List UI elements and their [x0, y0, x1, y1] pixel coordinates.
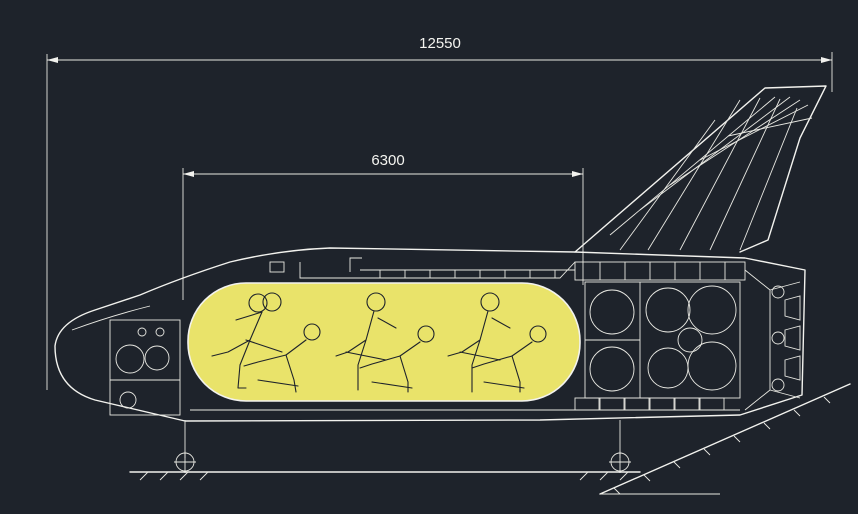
landing-gear [174, 420, 631, 473]
nozzle-upper [784, 295, 801, 321]
avionics-bay-frame [109, 319, 181, 416]
propellant-tank-3 [645, 287, 691, 333]
overall-length-label: 12550 [419, 35, 461, 52]
ground-reference [129, 383, 851, 495]
ground-hatching-horizontal [139, 471, 629, 481]
crew-cabin-capsule [187, 282, 581, 402]
avionics-valve-1 [137, 327, 147, 337]
propellant-tank-2 [589, 346, 635, 392]
cabin-length-label: 6300 [371, 152, 404, 169]
nozzle-lower [784, 355, 801, 381]
crew-seat-group-1 [211, 292, 321, 393]
tail-fin-outline [574, 85, 827, 253]
upper-aft-structure [574, 261, 746, 281]
crew-member-3 [335, 292, 397, 391]
propellant-tank-4 [687, 285, 737, 335]
tail-fin [574, 85, 827, 253]
cabin-dim-arrow-left [183, 171, 194, 177]
avionics-tank-2 [144, 345, 170, 371]
crew-seat-group-3 [447, 292, 547, 393]
ground-hatching-inclined [613, 396, 831, 495]
cabin-dim-arrow-right [572, 171, 583, 177]
fuselage-outline [54, 247, 806, 422]
propellant-tank-5 [647, 347, 689, 389]
crew-member-6 [471, 325, 547, 393]
crew-member-2 [243, 323, 321, 393]
hatch-fitting [269, 261, 285, 273]
hatch-mount [349, 257, 362, 272]
aft-structure-ticks [599, 262, 726, 280]
propellant-tank-7 [677, 327, 703, 353]
nose-inner-contour [71, 305, 151, 331]
aft-propulsion-section [574, 261, 746, 399]
tail-fin-grid [609, 96, 813, 251]
overall-length-dimension: 12550 [46, 35, 833, 390]
crew-member-1 [211, 292, 283, 389]
crew-member-4 [359, 325, 435, 393]
engine-truss-right [769, 281, 801, 399]
crew-seat-group-2 [335, 292, 435, 393]
engine-truss-left [744, 269, 771, 411]
nozzle-middle [784, 325, 801, 351]
nose-avionics-bay [109, 319, 181, 416]
avionics-valve-2 [155, 327, 165, 337]
engine-gimbal-lower [771, 378, 785, 392]
overall-dim-arrow-right [821, 57, 832, 63]
cabin-length-dimension: 6300 [182, 152, 584, 300]
avionics-unit-lower [119, 391, 137, 409]
crew-cabin [187, 282, 581, 402]
propellant-tank-1 [589, 289, 635, 335]
overall-dim-arrow-left [47, 57, 58, 63]
engine-cluster [744, 269, 801, 411]
engine-gimbal-upper [771, 285, 785, 299]
crew-member-5 [447, 292, 511, 393]
avionics-tank-1 [115, 344, 145, 374]
propellant-tank-6 [687, 341, 737, 391]
lower-bay-boxes [574, 397, 725, 411]
ground-line-inclined [599, 383, 851, 495]
engine-gimbal-middle [771, 331, 785, 345]
frame-ticks [379, 270, 556, 278]
